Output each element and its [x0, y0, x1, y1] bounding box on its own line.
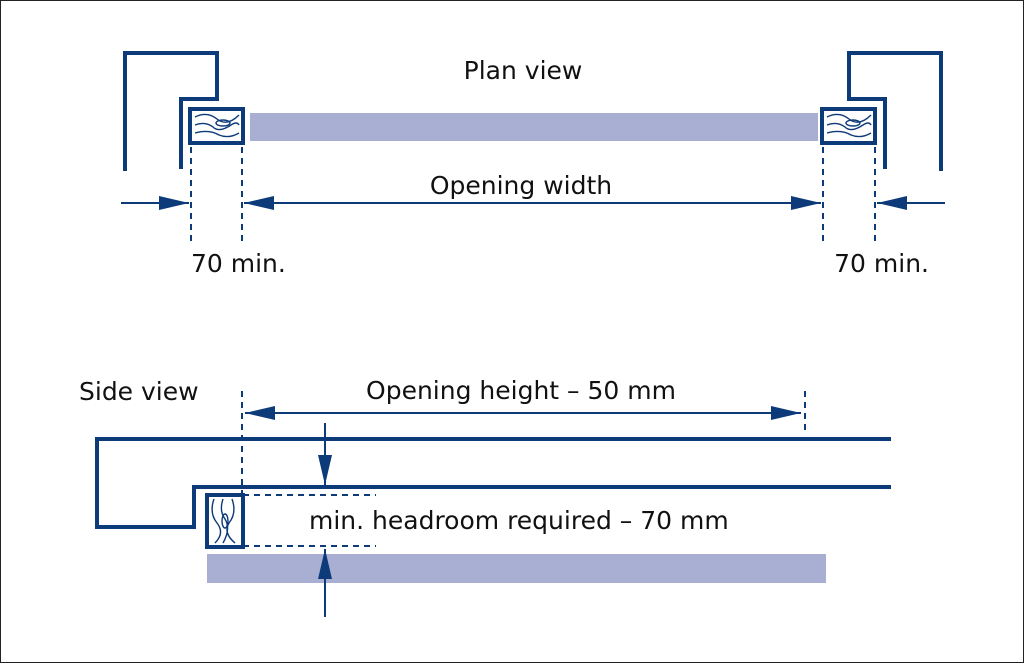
opening-height-label: Opening height – 50 mm	[366, 376, 676, 405]
left-wall-outline	[123, 51, 219, 171]
right-timber-block	[820, 107, 877, 145]
side-frame-outline	[95, 437, 891, 529]
headroom-label: min. headroom required – 70 mm	[309, 506, 729, 535]
wood-grain-block-icon	[194, 113, 240, 138]
right-wall-outline	[847, 51, 943, 171]
side-view-title: Side view	[79, 377, 199, 406]
plan-extension-lines	[190, 147, 876, 245]
side-door-panel	[207, 554, 826, 583]
opening-width-label: Opening width	[430, 171, 612, 200]
side-extension-lines	[241, 391, 806, 547]
right-min-label: 70 min.	[834, 249, 929, 278]
plan-view-title: Plan view	[464, 56, 583, 85]
wood-grain-block-icon	[826, 113, 872, 138]
left-min-label: 70 min.	[191, 249, 286, 278]
side-timber-block	[205, 493, 245, 549]
wood-grain-block-icon	[211, 498, 236, 544]
plan-door-panel	[250, 113, 818, 141]
left-timber-block	[188, 107, 245, 145]
